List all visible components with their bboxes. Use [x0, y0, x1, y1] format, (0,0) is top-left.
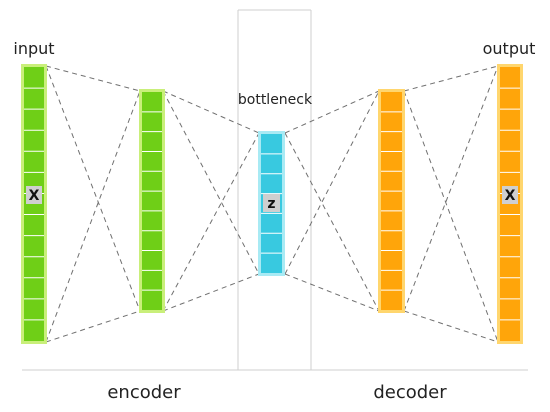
layer-symbols: X z X — [26, 186, 518, 212]
encoder-hidden-layer — [139, 89, 165, 313]
output-symbol-box — [502, 186, 518, 204]
input-symbol: X — [29, 188, 40, 204]
input-label: input — [13, 39, 54, 58]
connection-line — [403, 65, 499, 92]
connections — [45, 65, 499, 343]
decoder-hidden-layer — [378, 89, 405, 313]
connection-line — [403, 65, 499, 312]
layer-fill — [381, 92, 402, 310]
bottleneck-label: bottleneck — [238, 92, 313, 108]
connection-line — [284, 90, 380, 275]
connection-line — [45, 65, 141, 312]
connection-line — [403, 310, 499, 343]
output-symbol: X — [505, 188, 516, 204]
encoder-label: encoder — [107, 382, 181, 403]
connection-line — [162, 132, 260, 312]
connection-line — [45, 310, 141, 343]
input-symbol-box — [26, 186, 42, 204]
labels: input output bottleneck encoder decoder — [13, 39, 535, 403]
connection-line — [403, 90, 499, 343]
decoder-label: decoder — [373, 382, 447, 403]
frame — [22, 9, 528, 371]
code-symbol-box — [263, 194, 280, 212]
connection-line — [284, 132, 380, 312]
output-label: output — [483, 39, 536, 58]
layer-fill — [142, 92, 162, 310]
connection-line — [284, 90, 380, 134]
connection-line — [162, 273, 260, 312]
connection-line — [45, 65, 141, 92]
connection-line — [162, 90, 260, 275]
code-symbol: z — [267, 196, 275, 212]
connection-line — [45, 90, 141, 343]
connection-line — [284, 273, 380, 312]
